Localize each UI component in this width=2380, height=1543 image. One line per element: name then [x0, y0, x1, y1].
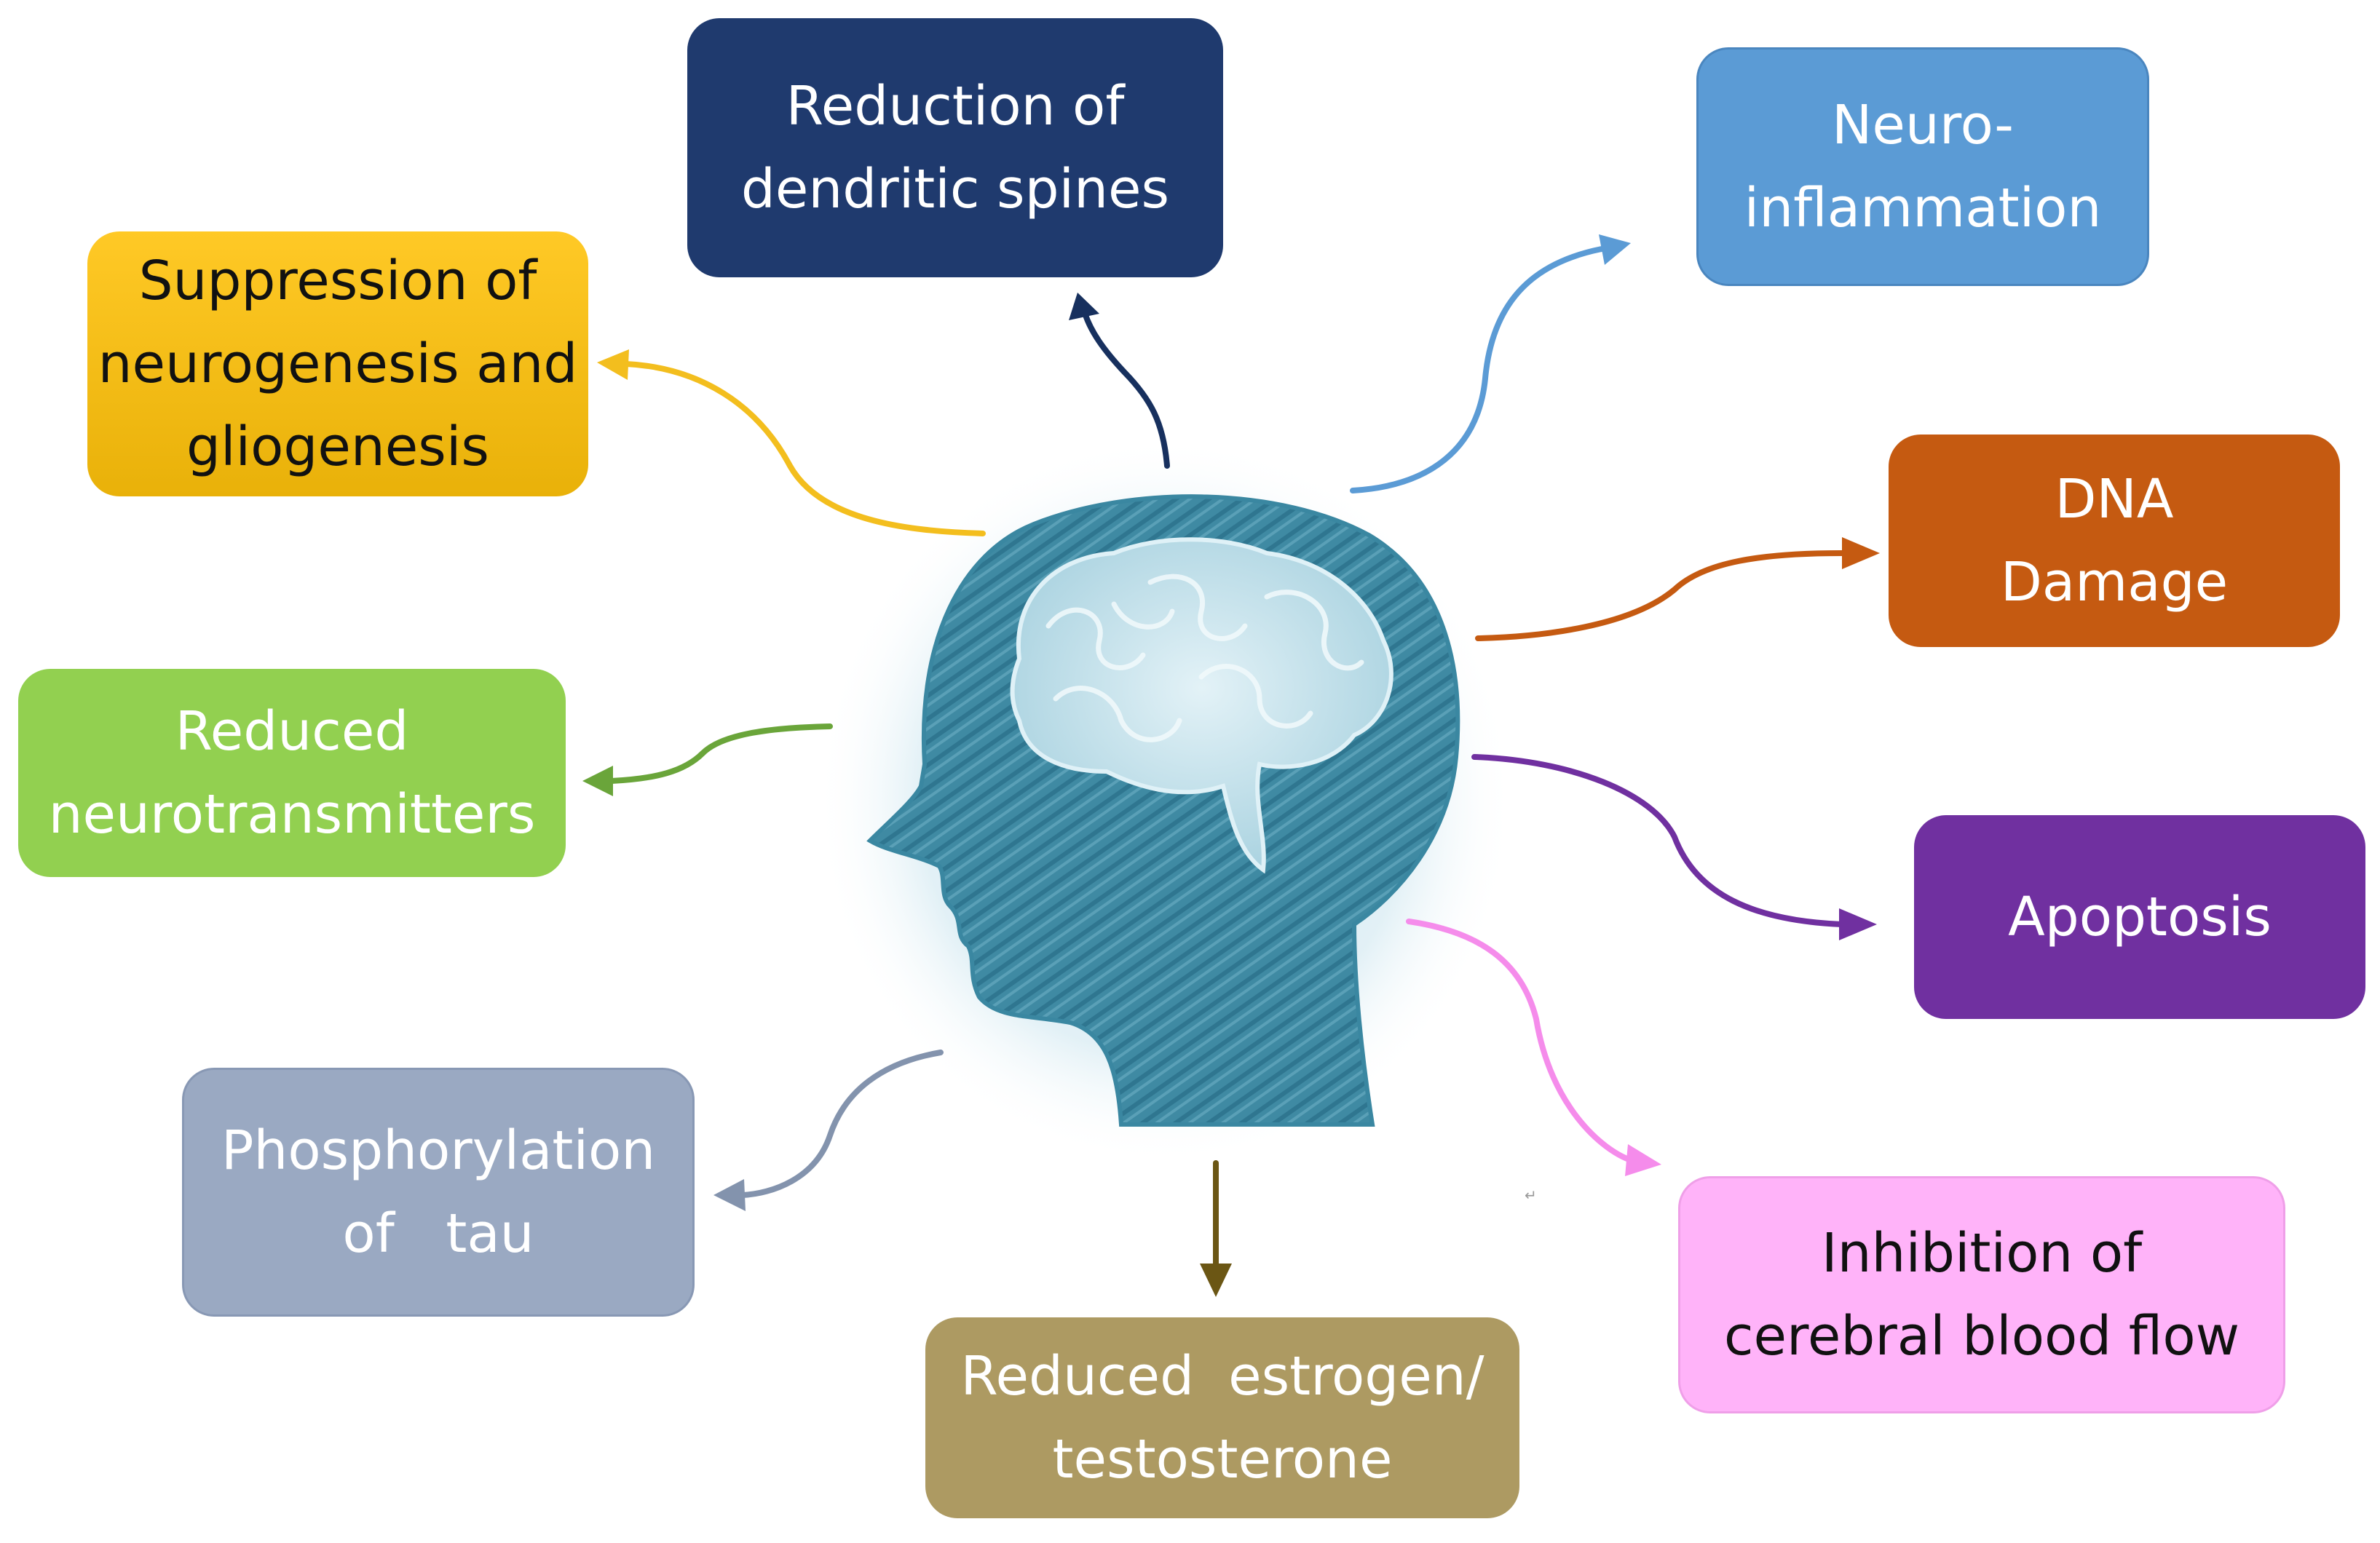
- box-label: Inhibition of cerebral blood flow: [1723, 1222, 2240, 1368]
- arrow-to-dna-damage: [1475, 537, 1880, 641]
- box-label: Suppression of neurogenesis and gliogene…: [98, 250, 578, 478]
- box-neuroinflammation: Neuro- inflammation: [1696, 47, 2149, 286]
- box-reduced-estrogen-testosterone: Reduced estrogen/ testosterone: [925, 1317, 1519, 1518]
- box-label: Reduced neurotransmitters: [48, 700, 536, 846]
- arrow-to-apoptosis: [1471, 754, 1877, 940]
- box-label: Neuro- inflammation: [1744, 94, 2102, 239]
- arrow-to-neuroinflammation: [1350, 234, 1631, 493]
- box-reduction-of-dendritic-spines: Reduction of dendritic spines: [687, 18, 1223, 277]
- box-dna-damage: DNA Damage: [1889, 435, 2340, 647]
- box-label: Reduced estrogen/ testosterone: [960, 1345, 1484, 1491]
- brain-icon: [1010, 537, 1393, 874]
- box-phosphorylation-of-tau: Phosphorylation of tau: [182, 1068, 695, 1317]
- box-label: Reduction of dendritic spines: [740, 75, 1170, 221]
- head-with-brain-icon: [815, 437, 1514, 1165]
- box-label: Phosphorylation of tau: [221, 1119, 656, 1265]
- box-reduced-neurotransmitters: Reduced neurotransmitters: [18, 669, 566, 877]
- stray-return-mark: ↵: [1525, 1186, 1537, 1204]
- arrow-to-tau-phosphorylation: [713, 1050, 944, 1211]
- box-label: DNA Damage: [2000, 468, 2229, 614]
- arrow-to-hormones: [1200, 1160, 1232, 1297]
- box-label: Apoptosis: [2008, 886, 2272, 948]
- arrow-to-neurotransmitters: [582, 723, 833, 796]
- arrow-to-suppression: [597, 349, 986, 536]
- box-inhibition-of-cerebral-blood-flow: Inhibition of cerebral blood flow: [1678, 1176, 2285, 1413]
- box-suppression-of-neurogenesis: Suppression of neurogenesis and gliogene…: [87, 231, 588, 496]
- arrow-to-cerebral-blood-flow: [1406, 919, 1661, 1176]
- box-apoptosis: Apoptosis: [1914, 815, 2365, 1019]
- arrow-to-dendritic-spines: [1069, 293, 1170, 469]
